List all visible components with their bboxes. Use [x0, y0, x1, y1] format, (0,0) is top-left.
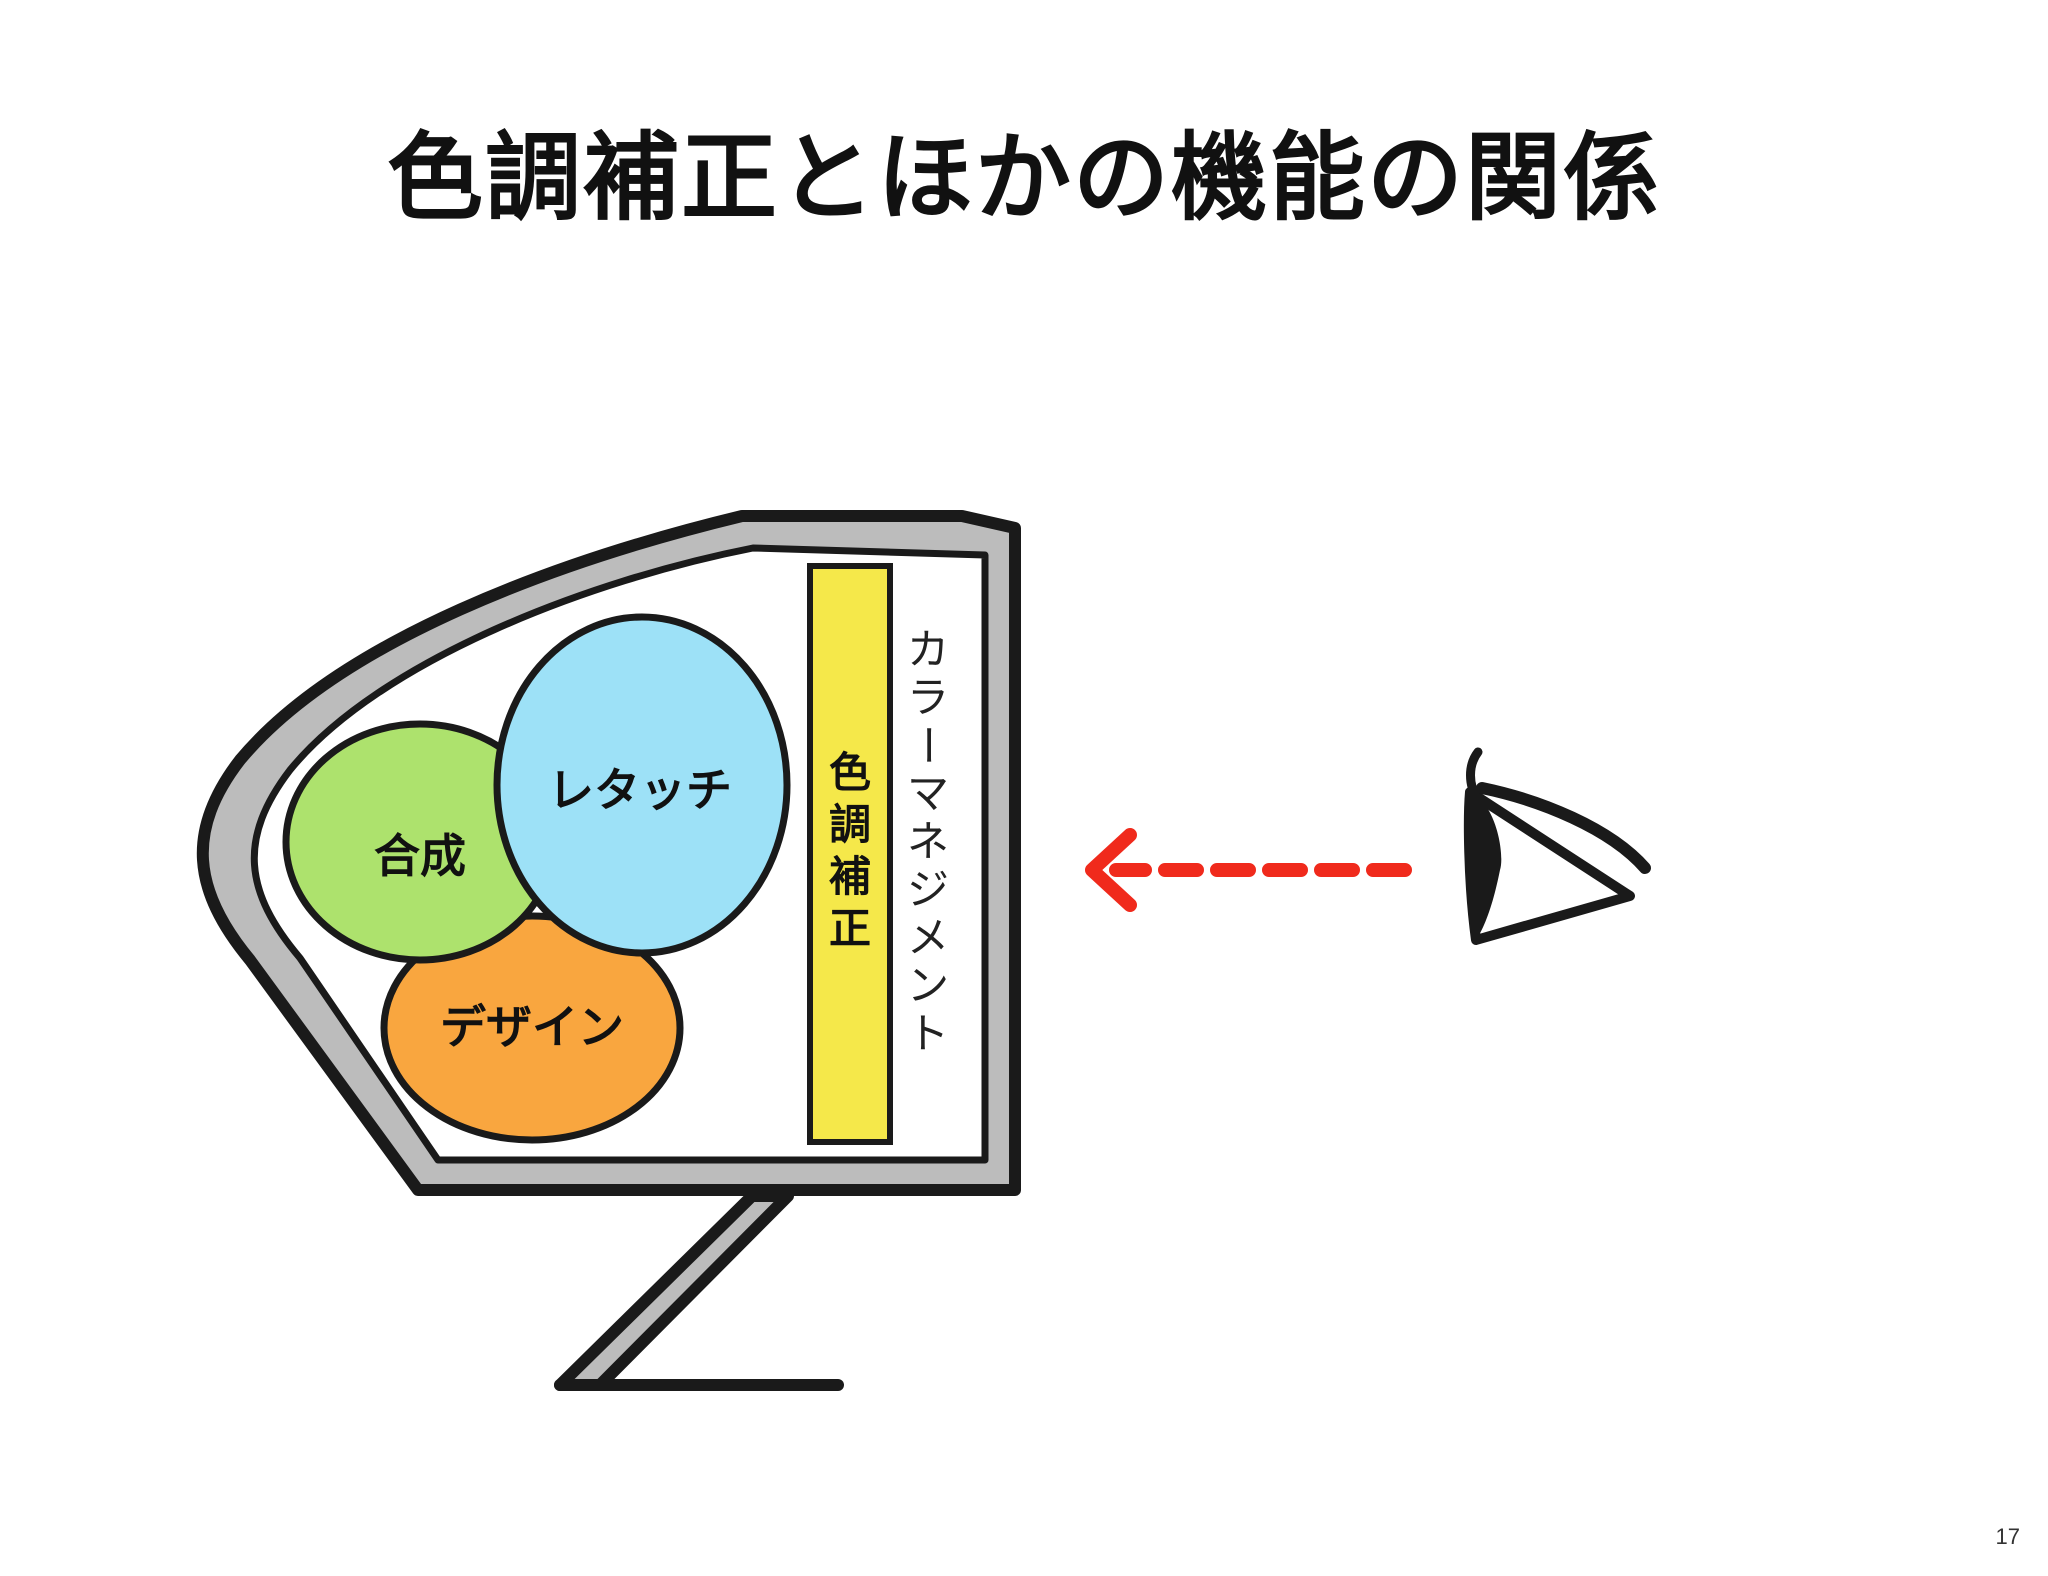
- page-number: 17: [1995, 1524, 2020, 1549]
- design-label: デザイン: [440, 1000, 624, 1054]
- design-circle: [380, 912, 684, 1144]
- retouch-label: レタッチ: [548, 763, 732, 817]
- color-management-char: ト: [907, 1009, 949, 1058]
- slide-title: 色調補正とほかの機能の関係: [387, 122, 1661, 234]
- color-management-char: ン: [907, 961, 949, 1010]
- color-management-char: ラ: [907, 673, 949, 722]
- compositing-label: 合成: [374, 829, 466, 883]
- color-management-char: カ: [907, 625, 949, 674]
- color-correction-char: 色: [829, 748, 871, 797]
- eye-icon: [1463, 747, 1651, 945]
- dashed-arrow: [1085, 828, 1412, 912]
- color-correction-label: 色 調 補 正: [829, 748, 871, 953]
- color-correction-char: 正: [829, 904, 871, 953]
- color-management-label: カ ラ ー マ ネ ジ メ ン ト: [903, 625, 952, 1058]
- color-correction-char: 調: [829, 800, 871, 849]
- color-management-char: ジ: [907, 865, 949, 914]
- color-correction-bar: [807, 563, 893, 1145]
- color-management-char: ー: [903, 724, 952, 766]
- monitor-stand: [554, 1190, 844, 1391]
- color-management-char: メ: [907, 913, 949, 962]
- color-correction-char: 補: [829, 852, 871, 901]
- color-management-char: ネ: [907, 817, 949, 866]
- color-management-char: マ: [907, 769, 949, 818]
- retouch-circle: [493, 613, 791, 957]
